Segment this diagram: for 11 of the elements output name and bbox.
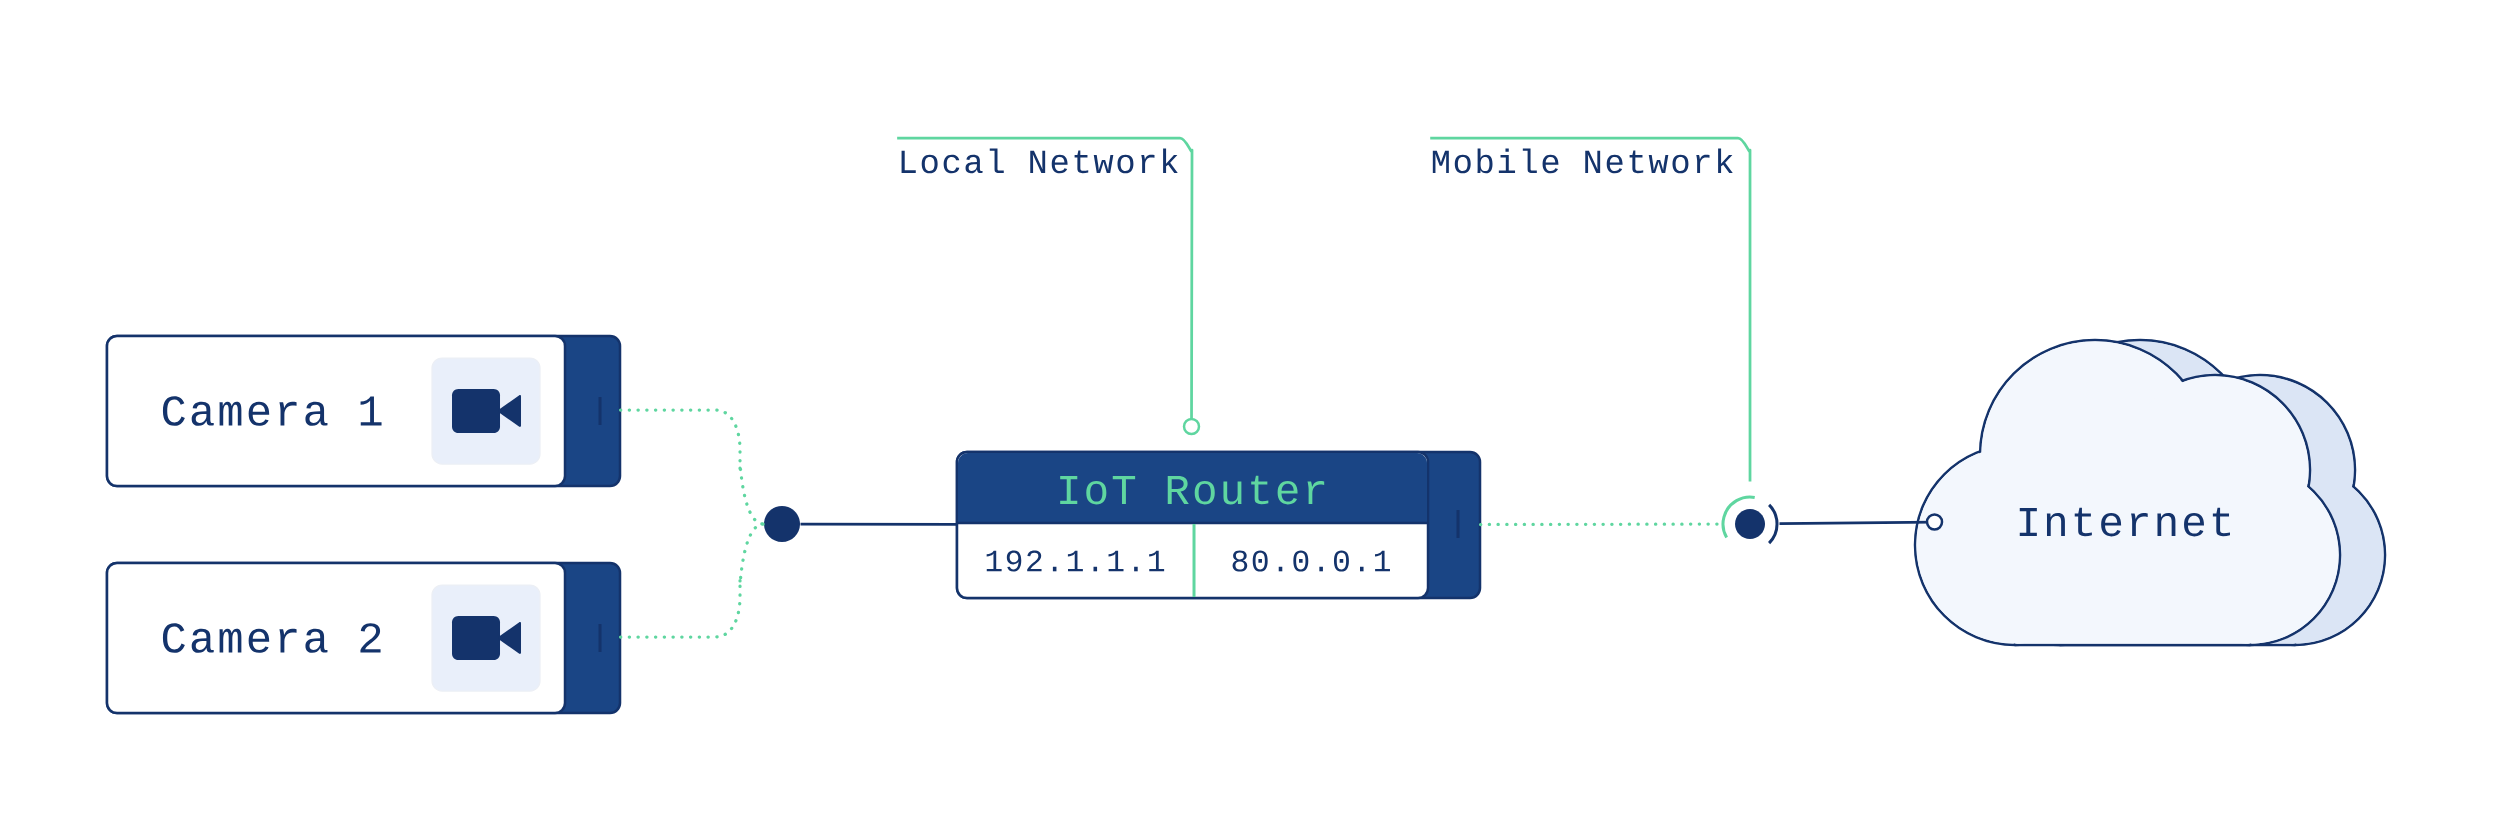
connector-line	[800, 522, 957, 526]
connector-line	[1779, 513, 1944, 531]
connector-line	[618, 522, 766, 639]
signal-dot	[1721, 495, 1779, 545]
network-label: Local Network	[901, 148, 1178, 174]
leader-line	[1430, 136, 1752, 482]
cloud: Internet	[1913, 338, 2387, 647]
leader-line	[897, 136, 1201, 436]
connection-dot	[764, 506, 800, 542]
network-label: Mobile Network	[1432, 148, 1733, 174]
router-box: IoT Router 192.1.1.1 80.0.0.1	[955, 450, 1482, 600]
